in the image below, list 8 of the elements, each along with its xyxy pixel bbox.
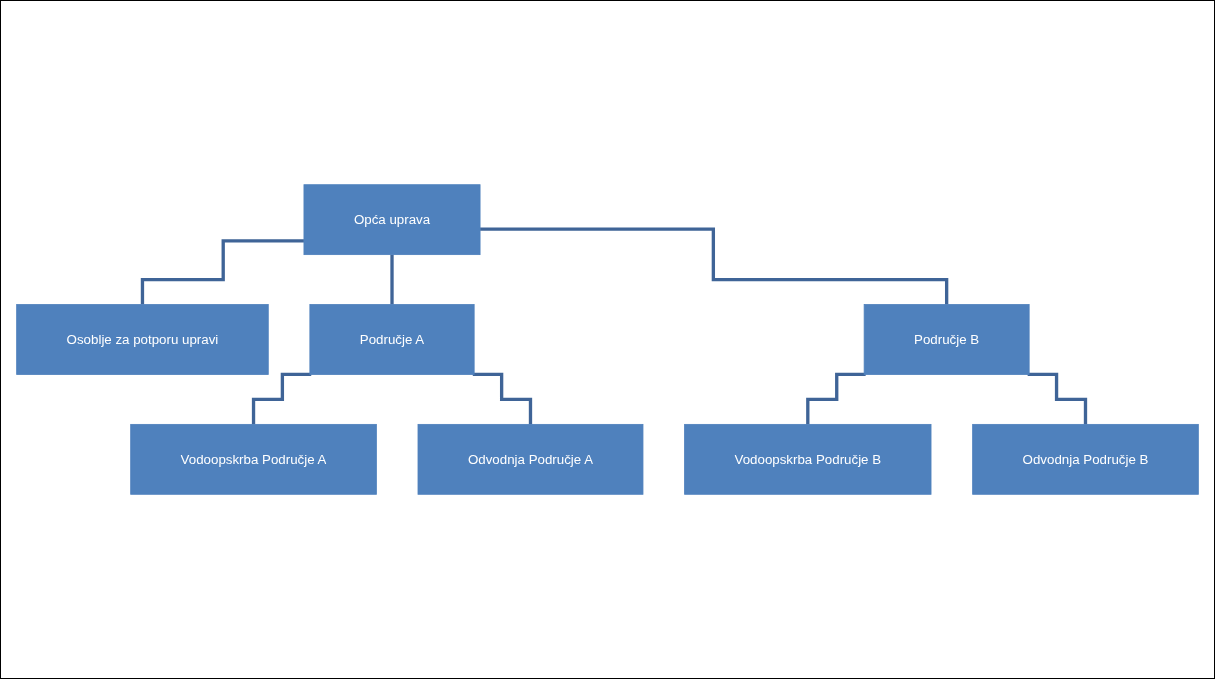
node-box: Opća uprava	[303, 184, 481, 256]
node-box: Vodoopskrba Područje B	[684, 423, 932, 495]
node-box: Područje A	[309, 304, 475, 375]
node-box: Osoblje za potporu upravi	[16, 304, 269, 375]
node-box: Vodoopskrba Područje A	[130, 423, 377, 495]
node-box: Odvodnja Područje A	[417, 423, 644, 495]
node-box: Odvodnja Područje B	[972, 423, 1199, 495]
node-box: Područje B	[863, 304, 1030, 375]
